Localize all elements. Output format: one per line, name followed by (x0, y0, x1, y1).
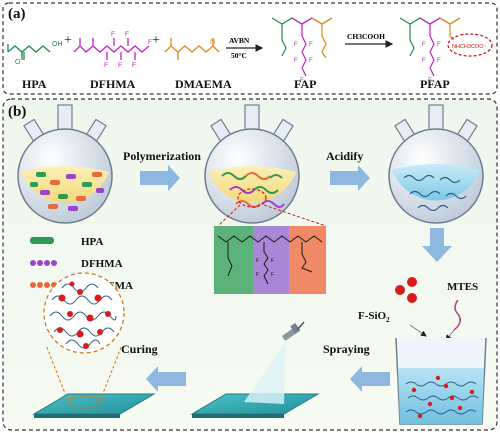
polymerization-label: Polymerization (123, 149, 201, 163)
legend-item-dfhma: DFHMA (30, 258, 123, 270)
dissolved-chains (403, 174, 467, 212)
hpa-structure (7, 44, 51, 60)
legend-swatch-dmaema (30, 282, 57, 288)
svg-text:F: F (300, 78, 304, 84)
svg-text:F: F (111, 31, 115, 38)
svg-text:F: F (104, 62, 108, 69)
spray-substrate (190, 321, 320, 418)
plus-sign-1: + (64, 33, 72, 48)
dfhma-name: DFHMA (90, 77, 136, 91)
spray-cone (244, 341, 286, 404)
dmaema-structure (164, 38, 220, 60)
flask-monomers (17, 104, 113, 224)
svg-text:F: F (148, 39, 152, 46)
svg-text:F: F (271, 272, 274, 278)
beaker-chains (405, 381, 479, 415)
beaker (395, 337, 487, 425)
side-group-label: NHCH3COO⁻ (452, 44, 486, 50)
svg-text:F: F (428, 78, 432, 84)
coated-substrate (32, 344, 156, 418)
legend-swatch-dfhma (30, 260, 57, 266)
acid-reagent-label: CH3COOH (347, 32, 385, 41)
polymerization-step: Polymerization (123, 149, 201, 191)
coating-magnified (43, 272, 125, 354)
hpa-oh: OH (52, 41, 63, 48)
svg-text:F: F (132, 62, 136, 69)
temperature-label: 50°C (231, 51, 247, 60)
svg-text:F: F (256, 258, 259, 264)
panel-b-label: (b) (8, 104, 26, 120)
dfhma-structure (73, 38, 150, 60)
svg-text:F: F (125, 31, 129, 38)
fsio2-particles: F-SiO2 (358, 277, 427, 337)
curing-step: Curing (121, 342, 186, 392)
spraying-step: Spraying (323, 342, 390, 392)
dmaema-nitrogen: N (210, 39, 215, 46)
flask-polymer (204, 104, 327, 227)
svg-text:F: F (422, 42, 426, 48)
polymerization-arrow (140, 165, 180, 191)
dfhma-fluorines: F F F F F F (104, 31, 152, 69)
reaction-arrow-2: CH3COOH (345, 32, 394, 48)
segment-dmaema (289, 226, 326, 294)
pfap-polymer: NHCH3COO⁻ (399, 17, 493, 77)
plus-sign-2: + (152, 33, 160, 48)
beaker-particles (411, 375, 475, 419)
panel-a-names: HPA DFHMA DMAEMA FAP PFAP (22, 77, 450, 91)
zoom-circle (237, 188, 267, 208)
fap-name: FAP (294, 77, 316, 91)
protonated-group-highlight (447, 33, 493, 57)
panel-a-label: (a) (8, 6, 26, 22)
pfap-fluorines: F F F F F (422, 42, 441, 84)
svg-text:F: F (437, 58, 441, 64)
spray-gun-icon (282, 321, 305, 341)
curing-label: Curing (121, 342, 158, 356)
acidify-arrow (330, 165, 370, 191)
legend-label-hpa: HPA (81, 236, 103, 248)
fap-fluorines: F F F F F (294, 42, 313, 84)
monomer-beads (30, 172, 104, 211)
acidify-step: Acidify (326, 149, 370, 191)
down-arrow (422, 228, 452, 262)
coating-particles (57, 281, 111, 349)
segment-fluorines: F F F F (256, 258, 274, 278)
initiator-label: AVBN (229, 36, 250, 45)
sample-area-circle (67, 395, 101, 409)
fap-polymer (271, 17, 333, 77)
panel-a: (a) O OH + F F F F F F (2, 2, 498, 95)
svg-text:F: F (294, 42, 298, 48)
panel-b: (b) (2, 98, 498, 431)
svg-text:F: F (271, 258, 274, 264)
spraying-arrow (350, 366, 390, 392)
svg-text:F: F (256, 272, 259, 278)
reaction-arrow-1: AVBN 50°C (226, 36, 264, 60)
acidify-label: Acidify (326, 149, 363, 163)
mtes-molecule (453, 299, 461, 331)
pfap-name: PFAP (420, 77, 450, 91)
curing-arrow (146, 366, 186, 392)
chain-segment-zoom: F F F F (214, 226, 326, 294)
svg-text:F: F (437, 42, 441, 48)
svg-text:F: F (422, 58, 426, 64)
legend-item-hpa: HPA (30, 236, 103, 248)
legend-swatch-hpa (30, 237, 54, 244)
hpa-oxygen: O (15, 59, 21, 66)
svg-text:F: F (309, 42, 313, 48)
svg-text:F: F (294, 58, 298, 64)
svg-text:F: F (118, 62, 122, 69)
legend-label-dfhma: DFHMA (81, 258, 123, 270)
hpa-name: HPA (22, 77, 47, 91)
polymer-chains (221, 172, 285, 208)
flask-acidified (388, 104, 484, 224)
svg-text:F: F (309, 58, 313, 64)
mtes-reagent: MTES (445, 281, 478, 341)
mtes-label: MTES (447, 281, 478, 293)
dmaema-name: DMAEMA (175, 77, 232, 91)
fsio2-label: F-SiO2 (358, 310, 390, 324)
spraying-label: Spraying (323, 342, 370, 356)
